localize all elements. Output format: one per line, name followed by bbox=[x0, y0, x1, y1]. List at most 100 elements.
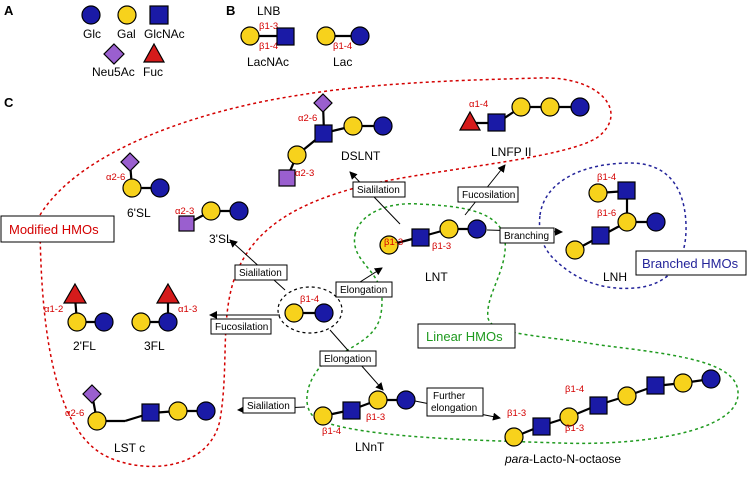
gal-symbol bbox=[617, 386, 637, 406]
gal-symbol bbox=[287, 145, 307, 165]
step-fucosilation-lnfp: Fucosilation bbox=[457, 186, 519, 203]
svg-text:β1-4: β1-4 bbox=[565, 384, 584, 395]
gal-symbol bbox=[122, 178, 142, 198]
step-sialilation-sl: Sialilation bbox=[234, 264, 288, 281]
glcnac-symbol bbox=[589, 396, 608, 415]
glcnac-symbol bbox=[411, 228, 430, 247]
lnt-structure: β1-3 β1-3 LNT bbox=[379, 219, 487, 284]
svg-text:Fucosilation: Fucosilation bbox=[462, 190, 515, 201]
svg-text:Sialilation: Sialilation bbox=[239, 268, 282, 279]
step-elongation-lnt: Elongation bbox=[335, 281, 393, 298]
svg-text:LNT: LNT bbox=[425, 270, 448, 284]
gal-symbol bbox=[284, 303, 304, 323]
gal-symbol bbox=[117, 5, 137, 25]
neu5ac-symbol bbox=[278, 169, 296, 187]
glc-symbol bbox=[150, 178, 170, 198]
glc-symbol bbox=[229, 201, 249, 221]
lacnac-linkage: β1-4 bbox=[259, 41, 278, 52]
glcnac-symbol bbox=[646, 376, 665, 395]
svg-text:β1-6: β1-6 bbox=[597, 208, 616, 219]
svg-text:Elongation: Elongation bbox=[324, 354, 371, 365]
linear-hmos-label: Linear HMOs bbox=[417, 323, 516, 349]
glc-symbol bbox=[94, 312, 114, 332]
neu5ac-symbol bbox=[178, 215, 195, 232]
legend-glc-label: Glc bbox=[83, 27, 101, 41]
svg-text:β1-4: β1-4 bbox=[597, 172, 616, 183]
glcnac-symbol bbox=[591, 226, 610, 245]
svg-text:LNnT: LNnT bbox=[355, 440, 385, 454]
gal-symbol bbox=[67, 312, 87, 332]
svg-text:elongation: elongation bbox=[431, 403, 477, 414]
legend: Glc Gal GlcNAc Neu5Ac Fuc bbox=[81, 5, 185, 79]
glc-symbol bbox=[396, 390, 416, 410]
fuc-symbol bbox=[458, 110, 482, 131]
dslnt-structure: α2-6 α2-3 DSLNT bbox=[278, 93, 393, 187]
svg-text:DSLNT: DSLNT bbox=[341, 149, 381, 163]
svg-text:β1-3: β1-3 bbox=[432, 241, 451, 252]
svg-text:α2-3: α2-3 bbox=[175, 206, 194, 217]
lnnt-structure: β1-4 β1-3 LNnT bbox=[313, 390, 416, 454]
gal-symbol bbox=[559, 407, 579, 427]
svg-text:α1-2: α1-2 bbox=[44, 304, 63, 315]
gal-symbol bbox=[511, 97, 531, 117]
svg-text:β1-4: β1-4 bbox=[300, 294, 319, 305]
legend-gal-label: Gal bbox=[117, 27, 136, 41]
glcnac-symbol bbox=[314, 124, 333, 143]
svg-text:Sialilation: Sialilation bbox=[247, 401, 290, 412]
svg-text:2'FL: 2'FL bbox=[73, 339, 96, 353]
svg-text:α2-6: α2-6 bbox=[298, 113, 317, 124]
svg-text:Further: Further bbox=[433, 391, 466, 402]
step-further-elongation: Further elongation bbox=[426, 387, 484, 417]
svg-text:α1-4: α1-4 bbox=[469, 99, 488, 110]
panel-label-a: A bbox=[4, 3, 14, 18]
svg-text:Elongation: Elongation bbox=[340, 285, 387, 296]
step-fucosilation-fl: Fucosilation bbox=[210, 318, 272, 335]
fl3-structure: α1-3 3FL bbox=[131, 282, 197, 353]
gal-symbol bbox=[368, 390, 388, 410]
glcnac-symbol bbox=[487, 113, 506, 132]
svg-text:α2-6: α2-6 bbox=[65, 408, 84, 419]
glcnac-symbol bbox=[617, 181, 636, 200]
lnb-label: LNB bbox=[257, 4, 280, 18]
gal-symbol bbox=[504, 427, 524, 447]
neu5ac-symbol bbox=[120, 152, 140, 172]
gal-symbol bbox=[673, 373, 693, 393]
glc-symbol bbox=[314, 303, 334, 323]
svg-text:6'SL: 6'SL bbox=[127, 206, 151, 220]
lstc-structure: α2-6 LST c bbox=[65, 384, 216, 455]
step-sialilation-dslnt: Sialilation bbox=[352, 181, 406, 198]
neu5ac-symbol bbox=[313, 93, 333, 113]
lac-label: Lac bbox=[333, 55, 352, 69]
gal-symbol bbox=[565, 240, 585, 260]
neu5ac-symbol bbox=[82, 384, 102, 404]
gal-symbol bbox=[87, 411, 107, 431]
svg-text:Linear HMOs: Linear HMOs bbox=[426, 329, 503, 344]
branched-hmos-label: Branched HMOs bbox=[635, 250, 747, 276]
panel-label-b: B bbox=[226, 3, 235, 18]
step-sialilation-lstc: Sialilation bbox=[242, 397, 296, 414]
svg-text:α2-3: α2-3 bbox=[295, 168, 314, 179]
fl2-structure: α1-2 2'FL bbox=[44, 282, 114, 353]
gal-symbol bbox=[617, 212, 637, 232]
panel-b-structures: LNB β1-3 β1-4 LacNAc β1-4 Lac bbox=[240, 4, 370, 69]
glc-symbol bbox=[350, 26, 370, 46]
svg-text:Branching: Branching bbox=[504, 231, 549, 242]
glc-symbol bbox=[196, 401, 216, 421]
legend-fuc-label: Fuc bbox=[143, 65, 163, 79]
svg-text:α2-6: α2-6 bbox=[106, 172, 125, 183]
svg-text:Fucosilation: Fucosilation bbox=[215, 322, 268, 333]
plno-structure: β1-3 β1-4 β1-3 para-Lacto-N-octaose bbox=[504, 369, 721, 466]
glc-symbol bbox=[570, 97, 590, 117]
svg-text:α1-3: α1-3 bbox=[178, 304, 197, 315]
gal-symbol bbox=[379, 235, 399, 255]
svg-text:Modified HMOs: Modified HMOs bbox=[9, 222, 99, 237]
gal-symbol bbox=[313, 406, 333, 426]
panel-label-c: C bbox=[4, 95, 14, 110]
gal-symbol bbox=[588, 183, 608, 203]
fuc-symbol bbox=[155, 282, 181, 304]
svg-text:3FL: 3FL bbox=[144, 339, 165, 353]
svg-text:β1-3: β1-3 bbox=[565, 423, 584, 434]
legend-neu5ac-label: Neu5Ac bbox=[92, 65, 135, 79]
glc-symbol bbox=[467, 219, 487, 239]
